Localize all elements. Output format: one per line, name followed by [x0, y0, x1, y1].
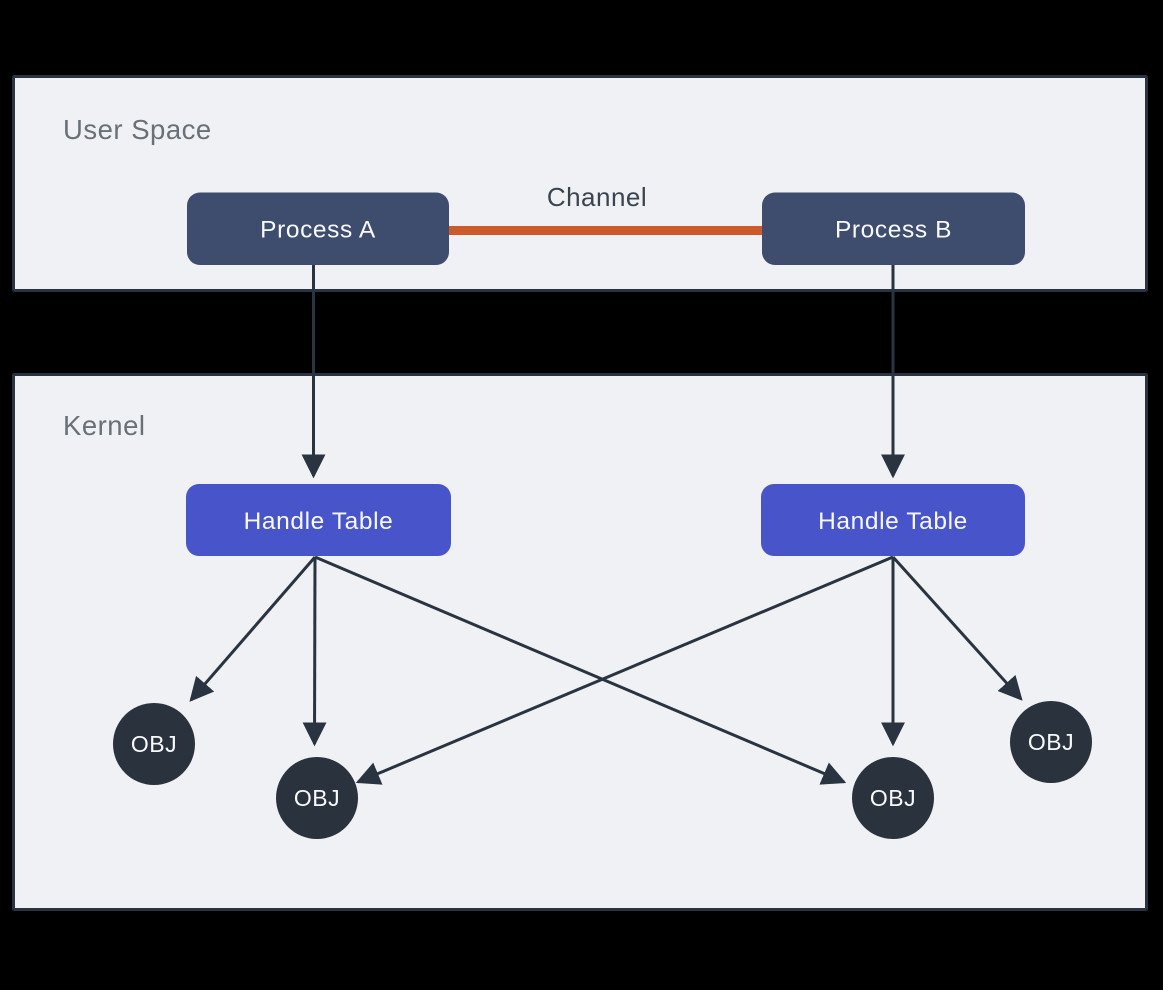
- obj-node-2: OBJ: [276, 757, 358, 839]
- process-a-box: [187, 192, 449, 265]
- process-b-node: Process B: [762, 192, 1025, 265]
- obj-node-1: OBJ: [113, 703, 195, 785]
- obj-circle-3: [852, 757, 934, 839]
- handle-table-a-label: Handle Table: [244, 508, 394, 535]
- obj-circle-1: [113, 703, 195, 785]
- arrow-handle-table-a-to-obj-1: [189, 556, 317, 702]
- process-b-box: [762, 192, 1025, 265]
- process-b-label: Process B: [835, 217, 952, 244]
- obj-label-1: OBJ: [131, 731, 177, 757]
- channel-label: Channel: [547, 182, 647, 212]
- obj-label-3: OBJ: [870, 785, 916, 811]
- kernel-label: Kernel: [63, 410, 146, 441]
- obj-label-4: OBJ: [1028, 729, 1074, 755]
- obj-circle-2: [276, 757, 358, 839]
- process-a-node: Process A: [187, 192, 449, 265]
- arrow-handle-table-b-to-obj-4: [891, 555, 1023, 701]
- handle-table-b-label: Handle Table: [818, 508, 968, 535]
- handle-table-b-node: Handle Table: [761, 484, 1025, 556]
- obj-node-3: OBJ: [852, 757, 934, 839]
- arrow-handle-table-a-to-obj-3: [314, 555, 847, 785]
- handle-table-b-box: [761, 484, 1025, 556]
- process-a-label: Process A: [260, 217, 376, 244]
- kernel-panel: [12, 373, 1148, 911]
- obj-node-4: OBJ: [1010, 701, 1092, 783]
- handle-table-a-box: [186, 484, 451, 556]
- user-space-label: User Space: [63, 114, 212, 145]
- obj-circle-4: [1010, 701, 1092, 783]
- arrow-handle-table-b-to-obj-2: [355, 555, 894, 785]
- obj-label-2: OBJ: [294, 785, 340, 811]
- handle-table-a-node: Handle Table: [186, 484, 451, 556]
- arrow-handle-table-a-to-obj-2: [302, 556, 327, 747]
